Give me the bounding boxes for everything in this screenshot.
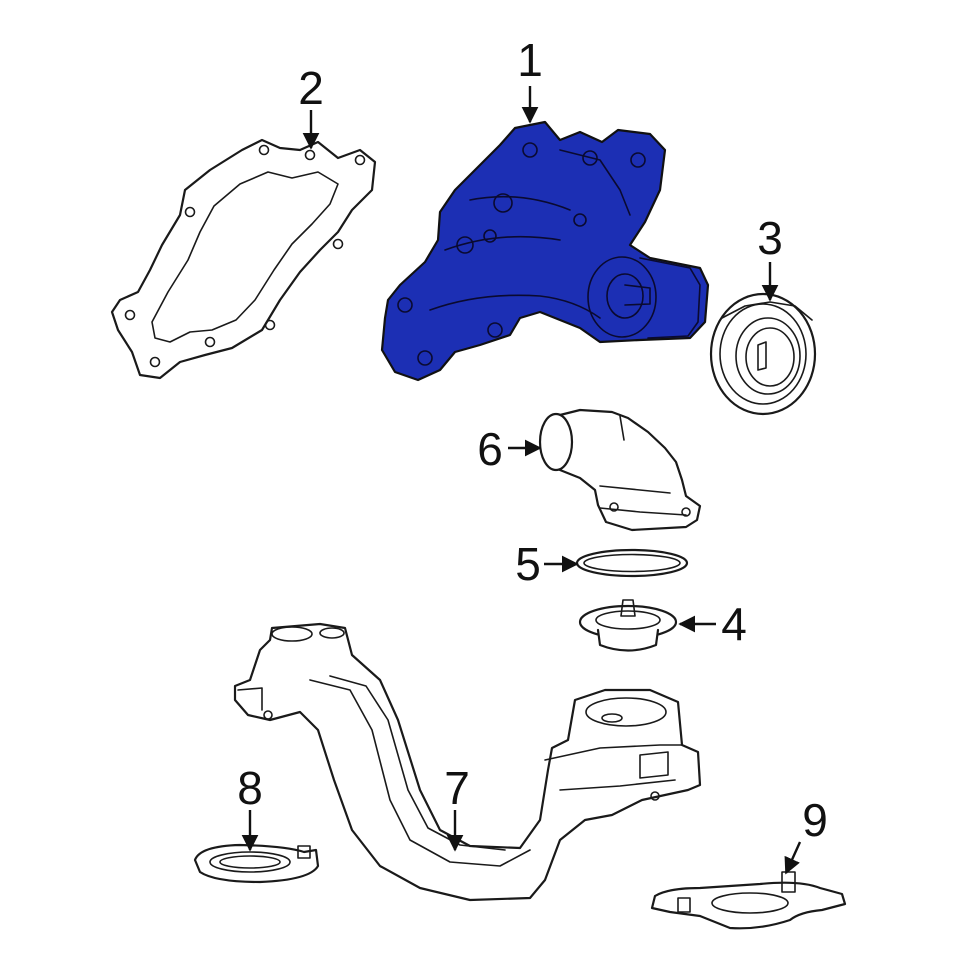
callout-leaders (241, 86, 802, 875)
callout-4: 4 (721, 598, 747, 650)
part-4-thermostat (578, 599, 678, 652)
callout-6: 6 (477, 423, 503, 475)
callout-3: 3 (757, 212, 783, 264)
callout-7: 7 (444, 762, 470, 814)
part-8-seal (193, 843, 320, 884)
callout-labels: 1 2 3 4 5 6 7 8 9 (237, 34, 828, 846)
part-5-o-ring (575, 548, 689, 578)
part-3-pulley (709, 292, 817, 416)
callout-2: 2 (298, 62, 324, 114)
callout-8: 8 (237, 762, 263, 814)
callout-5: 5 (515, 538, 541, 590)
part-2-gasket (110, 138, 377, 380)
callout-9: 9 (802, 794, 828, 846)
leader-9 (784, 841, 802, 875)
part-6-thermostat-housing (538, 408, 702, 532)
part-9-flange-gasket (650, 871, 847, 930)
part-1-water-pump (380, 120, 710, 382)
callout-1: 1 (517, 34, 543, 86)
